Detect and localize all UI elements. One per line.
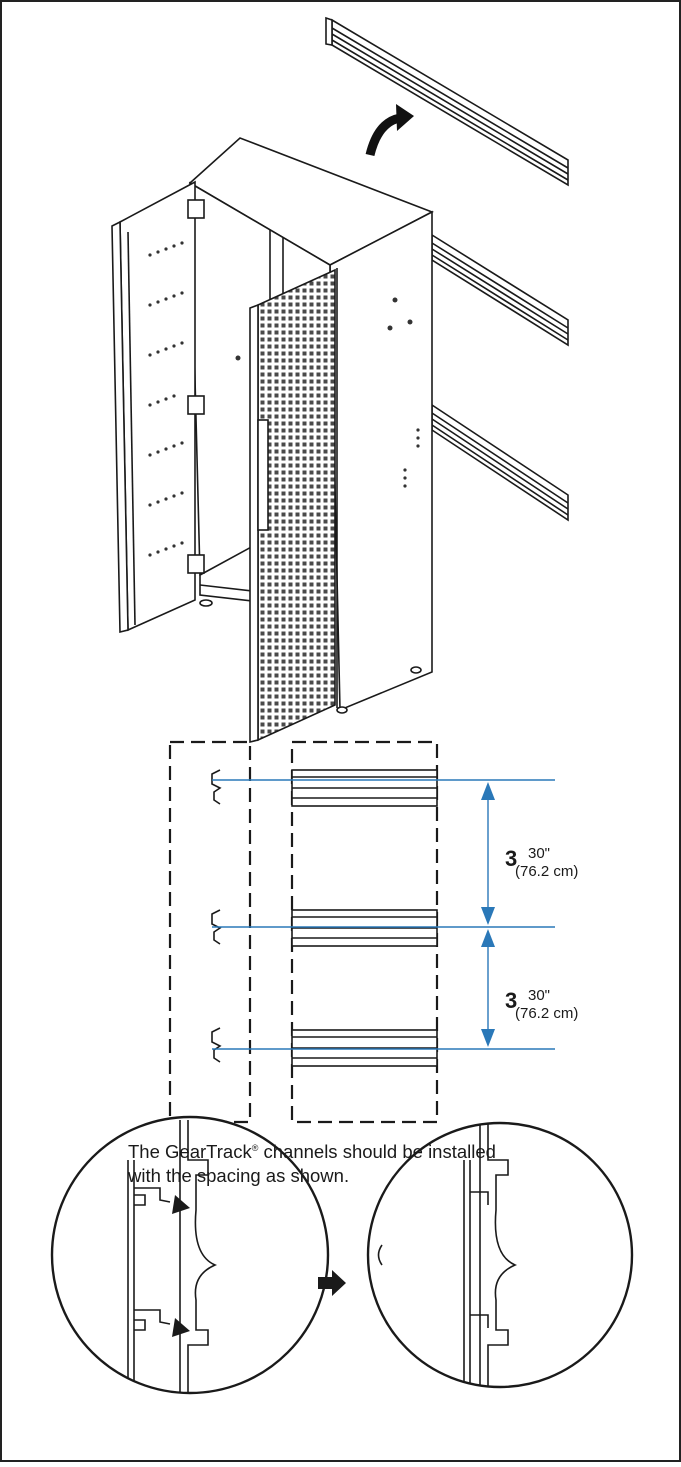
dimension-imperial: 30" bbox=[528, 845, 550, 862]
dimension-imperial: 30" bbox=[528, 987, 550, 1004]
wall-section-outline bbox=[168, 740, 439, 1124]
instruction-caption: The GearTrack® channels should be instal… bbox=[128, 1140, 598, 1188]
insert-arrow-icon bbox=[172, 1318, 190, 1337]
insert-arrow-icon bbox=[172, 1195, 190, 1214]
dimension-metric: (76.2 cm) bbox=[515, 1005, 578, 1022]
channel-face-views bbox=[291, 769, 438, 1067]
geartrack-channel-middle bbox=[431, 233, 569, 347]
curved-arrow-icon bbox=[365, 104, 414, 157]
dimension-number: 3 bbox=[505, 846, 517, 871]
dimension-number: 3 bbox=[505, 988, 517, 1013]
detail-circle-before bbox=[50, 1115, 330, 1395]
caption-text-end: channels should be installed bbox=[258, 1141, 496, 1162]
channel-profiles bbox=[211, 769, 222, 1063]
right-arrow-icon bbox=[318, 1270, 346, 1296]
registered-mark: ® bbox=[251, 1142, 259, 1153]
dimension-label-upper: 3 30" (76.2 cm) bbox=[505, 845, 578, 880]
geartrack-channel-top bbox=[325, 16, 569, 187]
detail-circle-after bbox=[366, 1121, 634, 1389]
vent-holes bbox=[148, 241, 420, 557]
dimension-metric: (76.2 cm) bbox=[515, 863, 578, 880]
cabinet bbox=[111, 137, 434, 744]
geartrack-channel-bottom bbox=[431, 403, 569, 522]
dimension-lines bbox=[212, 779, 555, 1050]
caption-line-2: with the spacing as shown. bbox=[128, 1165, 350, 1186]
caption-text-start: The GearTrack bbox=[128, 1141, 252, 1162]
dimension-label-lower: 3 30" (76.2 cm) bbox=[505, 987, 578, 1022]
dimension-arrowheads bbox=[481, 782, 495, 1047]
